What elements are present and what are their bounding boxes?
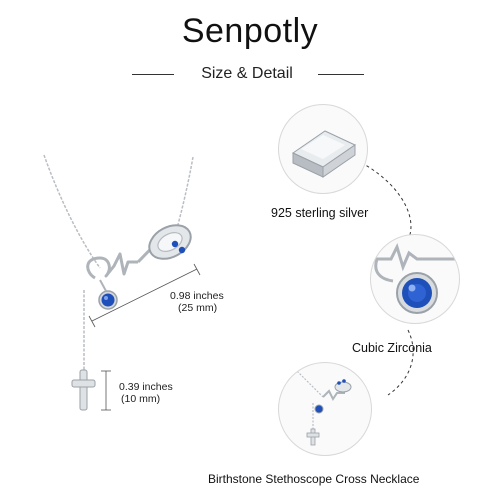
cross-pendant (71, 369, 96, 411)
detail-circle-necklace (278, 362, 372, 456)
heartbeat-line (86, 252, 138, 280)
zirconia-stone-image (374, 242, 455, 314)
silver-bar-image (291, 130, 357, 178)
stone-link (99, 279, 107, 292)
cross-dimension-line (101, 370, 111, 411)
cross-height-label: 0.39 inches (10 mm) (119, 381, 173, 405)
section-subtitle: Size & Detail (201, 65, 293, 82)
cross-height-inches: 0.39 inches (119, 381, 173, 393)
section-heading: Size & Detail (0, 62, 500, 86)
heading-divider-right (318, 74, 364, 75)
width-dimension-line (88, 263, 201, 328)
detail-caption-zirconia: Cubic Zirconia (352, 341, 432, 355)
detail-caption-silver: 925 sterling silver (271, 206, 369, 220)
birthstone (98, 290, 118, 310)
detail-circle-zirconia (370, 234, 460, 324)
detail-circle-silver (278, 104, 368, 194)
brand-title: Senpotly (181, 12, 319, 50)
detail-connector (344, 154, 414, 396)
necklace-detail-image (296, 370, 352, 446)
stethoscope-bell (136, 224, 192, 264)
detail-caption-necklace: Birthstone Stethoscope Cross Necklace (208, 472, 420, 486)
chain-left (43, 154, 101, 269)
pendant-width-label: 0.98 inches (25 mm) (170, 290, 224, 314)
pendant-width-mm: (25 mm) (178, 302, 218, 314)
heading-divider-left (132, 74, 174, 75)
cross-height-mm: (10 mm) (121, 393, 161, 405)
chain-right (175, 156, 194, 233)
pendant-width-inches: 0.98 inches (170, 290, 224, 302)
